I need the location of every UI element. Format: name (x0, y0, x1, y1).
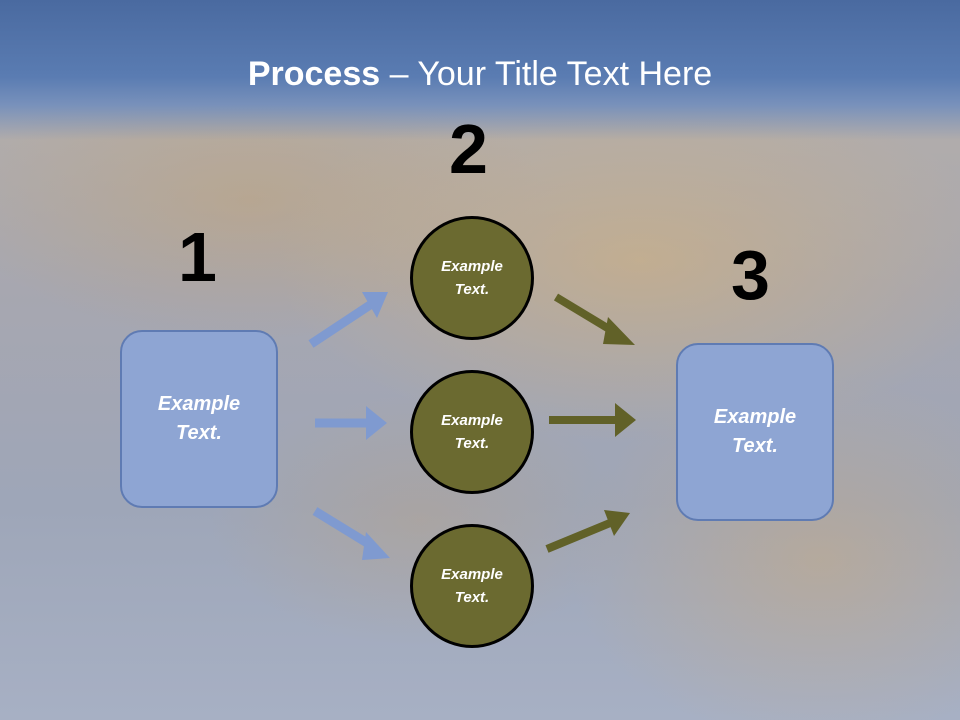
arrow-olive-up-shaft (545, 519, 612, 553)
step-number-3: 3 (731, 236, 770, 314)
arrow-olive-up-head (604, 510, 630, 536)
arrow-blue-up-head (362, 292, 388, 318)
step-number-2: 2 (449, 110, 488, 188)
circle-top-line-2: Text. (454, 281, 490, 298)
circle-middle-line-2: Text. (454, 435, 490, 452)
step-number-1: 1 (178, 218, 217, 296)
start-box-line-2: Text. (176, 422, 222, 444)
circle-top-line-1: Example (441, 258, 503, 275)
arrow-blue-mid-head (366, 406, 387, 440)
title-rest: – Your Title Text Here (380, 55, 713, 93)
end-box-line-1: Example (713, 406, 797, 428)
circle-bottom-line-2: Text. (454, 589, 490, 606)
start-box-line-1: Example (157, 393, 241, 415)
end-box-line-2: Text. (732, 435, 778, 457)
arrow-blue-down-shaft (312, 507, 375, 550)
arrow-blue-down-head (362, 532, 390, 560)
arrow-olive-down-shaft (553, 293, 617, 336)
slide-title: Process – Your Title Text Here (0, 52, 960, 96)
circle-middle-line-1: Example (441, 412, 503, 429)
title-bold: Process (247, 55, 381, 93)
sky-band (0, 0, 960, 140)
arrow-olive-mid-head (615, 403, 636, 437)
arrow-blue-up-shaft (308, 301, 373, 348)
arrow-olive-down-head (603, 317, 635, 345)
circle-bottom-line-1: Example (441, 566, 503, 583)
